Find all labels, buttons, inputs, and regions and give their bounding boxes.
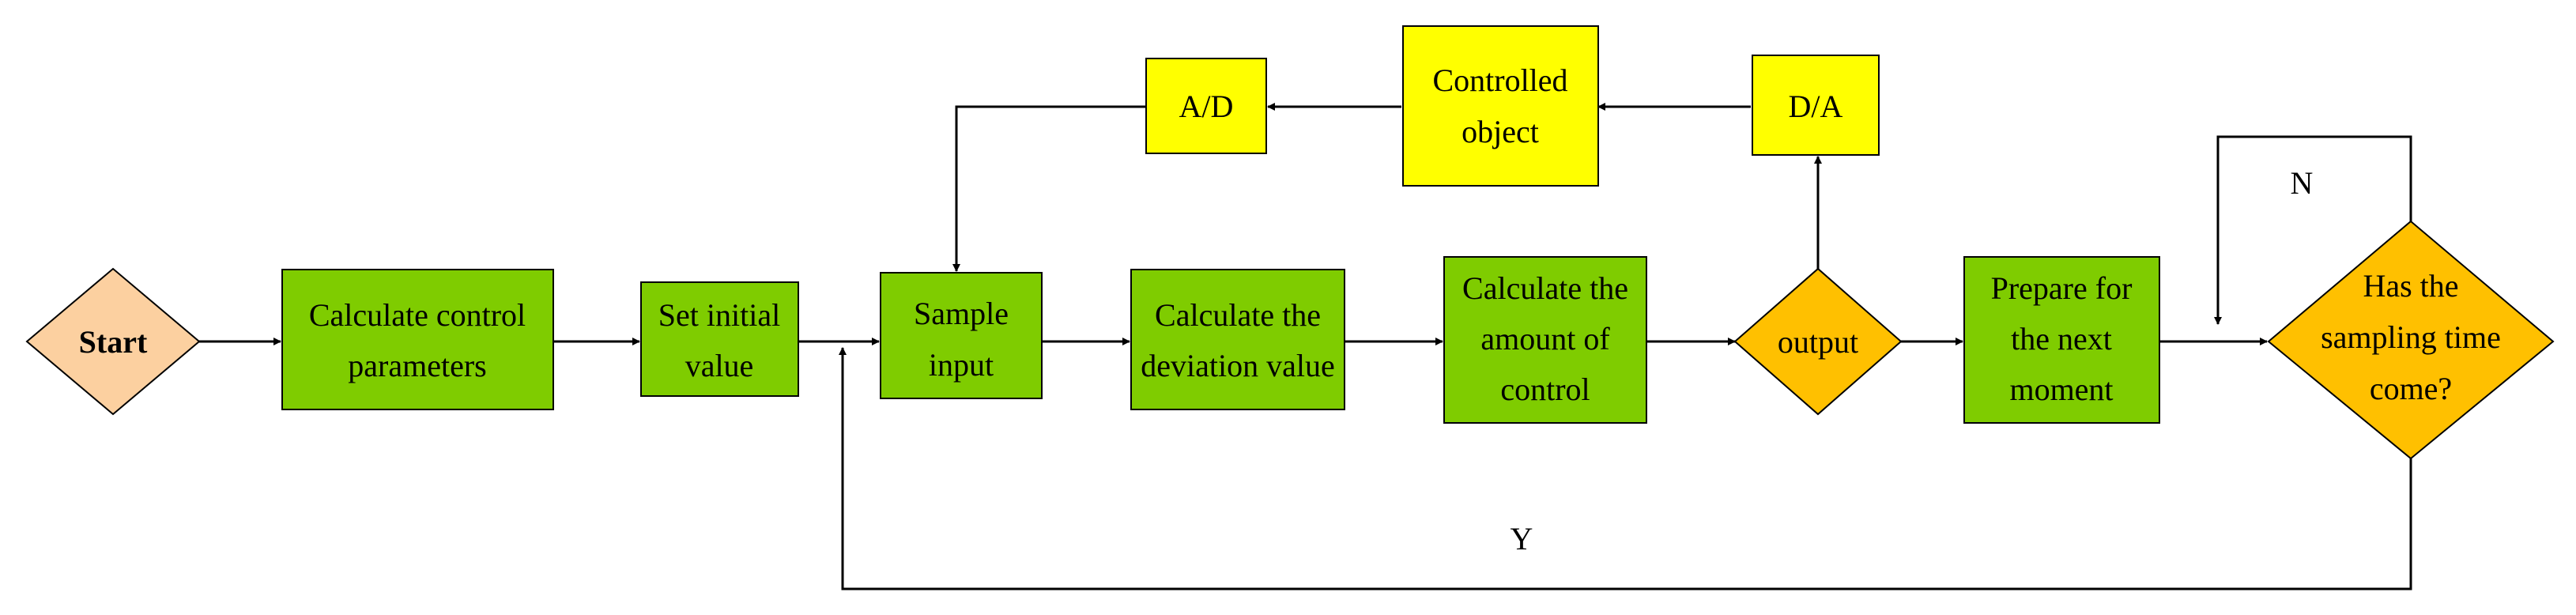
calc-amount-node: Calculate the amount of control [1443, 256, 1647, 424]
da-box [1752, 55, 1880, 156]
set-initial-line-2: value [685, 348, 754, 383]
calc-amount-box [1443, 256, 1647, 424]
controlled-object-node: Controlled object [1402, 25, 1599, 187]
calc-deviation-line-2: deviation value [1141, 348, 1334, 383]
set-initial-box [640, 281, 799, 397]
calc-amount-line-3: control [1500, 372, 1590, 407]
decision-line-3: come? [2370, 371, 2452, 406]
prepare-line-2: the next [2011, 321, 2112, 357]
no-branch-label: N [2291, 165, 2314, 201]
start-diamond [25, 267, 201, 416]
decision-diamond [2267, 220, 2555, 460]
output-label: output [1778, 324, 1858, 360]
output-diamond [1733, 267, 1903, 416]
sample-input-node: Sample input [880, 272, 1043, 399]
yes-branch-label: Y [1511, 521, 1533, 557]
set-initial-line-1: Set initial [658, 297, 780, 333]
calc-params-line-1: Calculate control [309, 297, 526, 333]
calc-deviation-line-1: Calculate the [1155, 297, 1321, 333]
da-label: D/A [1789, 89, 1843, 124]
sample-input-line-1: Sample [914, 296, 1009, 331]
ad-node: A/D [1145, 58, 1267, 154]
decision-line-2: sampling time [2321, 319, 2501, 355]
output-node: output [1733, 267, 1903, 416]
calc-deviation-node: Calculate the deviation value [1130, 269, 1345, 410]
calc-params-line-2: parameters [348, 348, 486, 383]
start-node: Start [25, 267, 201, 416]
controlled-object-box [1402, 25, 1599, 187]
prepare-line-3: moment [2009, 372, 2113, 407]
arrow-decision-yes-loop [839, 347, 2412, 590]
arrow-ad-to-sample [952, 105, 1146, 272]
ad-box [1145, 58, 1267, 154]
sample-input-line-2: input [929, 347, 994, 383]
calc-amount-line-2: amount of [1480, 321, 1610, 357]
arrow-decision-no-loop [2214, 135, 2412, 325]
sample-input-box [880, 272, 1043, 399]
calc-deviation-box [1130, 269, 1345, 410]
ad-label: A/D [1179, 89, 1234, 124]
calc-params-node: Calculate control parameters [281, 269, 554, 410]
prepare-line-1: Prepare for [1991, 270, 2133, 306]
prepare-node: Prepare for the next moment [1963, 256, 2160, 424]
controlled-object-line-2: object [1461, 114, 1539, 149]
decision-line-1: Has the [2363, 268, 2458, 304]
set-initial-node: Set initial value [640, 281, 799, 397]
calc-params-box [281, 269, 554, 410]
controlled-object-line-1: Controlled [1432, 62, 1567, 98]
calc-amount-line-1: Calculate the [1462, 270, 1628, 306]
start-label: Start [79, 324, 148, 360]
decision-node: Has the sampling time come? [2267, 220, 2555, 460]
da-node: D/A [1752, 55, 1880, 156]
prepare-box [1963, 256, 2160, 424]
connectors [199, 103, 2412, 590]
